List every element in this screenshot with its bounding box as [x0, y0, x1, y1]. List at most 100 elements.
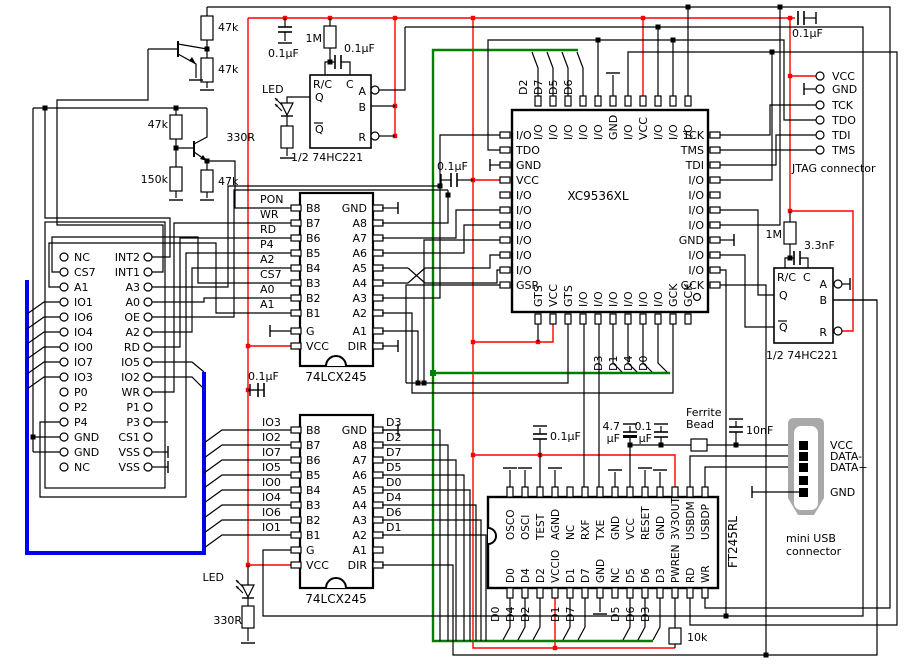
- chip-notch: [325, 355, 347, 367]
- pin: [549, 313, 557, 325]
- pin: [290, 561, 302, 569]
- label: D2: [386, 431, 401, 444]
- wire: [382, 474, 465, 641]
- wire: [382, 224, 500, 254]
- pin: [709, 131, 721, 139]
- connector-pin: [143, 282, 153, 292]
- label: CS7: [260, 268, 282, 281]
- label: D1: [386, 521, 401, 534]
- label: I/O: [577, 291, 590, 307]
- pin: [564, 313, 572, 325]
- pin: [579, 313, 587, 325]
- pin: [534, 95, 542, 107]
- label: P1: [126, 401, 140, 414]
- rd-wire: [152, 237, 291, 348]
- label: NC: [74, 251, 90, 264]
- jtag-pin: [815, 130, 825, 140]
- wire: [406, 324, 569, 384]
- wire: [546, 51, 554, 96]
- label: USBDM: [685, 501, 697, 540]
- wire: [379, 27, 406, 91]
- pin: [290, 426, 302, 434]
- io-bus-tap: [203, 534, 291, 549]
- label: NC: [565, 525, 577, 540]
- label: I/O: [592, 124, 605, 140]
- label: Q: [315, 123, 324, 136]
- pin: [290, 279, 302, 287]
- chip-notch: [487, 527, 497, 545]
- pin: [709, 191, 721, 199]
- wire: [405, 284, 500, 383]
- chip-outline: [510, 108, 710, 314]
- label: I/O: [562, 124, 575, 140]
- connector-pin: [59, 252, 69, 262]
- pin: [499, 191, 511, 199]
- label: TDO: [515, 144, 540, 157]
- wire: [720, 254, 774, 328]
- pin: [290, 516, 302, 524]
- pin: [551, 486, 559, 498]
- label: A8: [352, 217, 367, 230]
- label: 0.1µF: [792, 27, 823, 40]
- pin: [709, 221, 721, 229]
- label: VCC: [832, 70, 855, 83]
- label: I/O: [622, 124, 635, 140]
- oe-wire: [152, 189, 448, 318]
- label: VCC: [830, 439, 853, 452]
- pin: [290, 441, 302, 449]
- resistor: [668, 627, 682, 645]
- pin: [499, 176, 511, 184]
- wire: [341, 61, 351, 75]
- label: A4: [352, 277, 367, 290]
- label: A6: [352, 469, 367, 482]
- pin: [624, 313, 632, 325]
- label: DIR: [348, 559, 368, 572]
- label: B4: [306, 484, 321, 497]
- junction-dot: [733, 442, 739, 448]
- junction-dot: [392, 15, 398, 21]
- label: B8: [306, 202, 321, 215]
- pin: [290, 327, 302, 335]
- io-bus-tap: [203, 489, 291, 504]
- label: A1: [74, 281, 89, 294]
- label: IO0: [262, 476, 281, 489]
- label: I/O: [682, 124, 695, 140]
- label: I/O: [516, 219, 532, 232]
- wire: [382, 190, 449, 224]
- label: IO3: [262, 416, 281, 429]
- label: RXF: [580, 519, 592, 540]
- io-bus-tap: [26, 376, 60, 390]
- label: INT2: [115, 251, 140, 264]
- label: GCK: [667, 283, 680, 307]
- wire: [382, 489, 471, 641]
- label: 47k: [218, 175, 239, 188]
- label: GND: [655, 516, 667, 540]
- label: VCC: [516, 174, 539, 187]
- pin: [521, 587, 529, 599]
- connector-pin: [143, 312, 153, 322]
- pin: [499, 236, 511, 244]
- label: Q: [779, 321, 788, 334]
- pin: [594, 313, 602, 325]
- wire: [382, 534, 487, 641]
- pin: [290, 486, 302, 494]
- wire: [576, 51, 584, 96]
- pin: [609, 95, 617, 107]
- led-label: LED: [202, 571, 224, 584]
- pin: [551, 587, 559, 599]
- label: 3.3nF: [804, 239, 835, 252]
- pin: [499, 161, 511, 169]
- label: D6: [562, 80, 575, 95]
- io-bus-tap: [203, 519, 291, 534]
- label: D5: [609, 607, 622, 622]
- connector-pin: [143, 447, 153, 457]
- label: D3: [655, 568, 667, 583]
- pin: [709, 266, 721, 274]
- pin: [639, 313, 647, 325]
- inverted-pin: [833, 326, 843, 336]
- label: I/O: [688, 249, 704, 262]
- label: 150k: [141, 173, 169, 186]
- pin: [656, 587, 664, 599]
- connector-pin: [59, 267, 69, 277]
- wire: [531, 51, 539, 96]
